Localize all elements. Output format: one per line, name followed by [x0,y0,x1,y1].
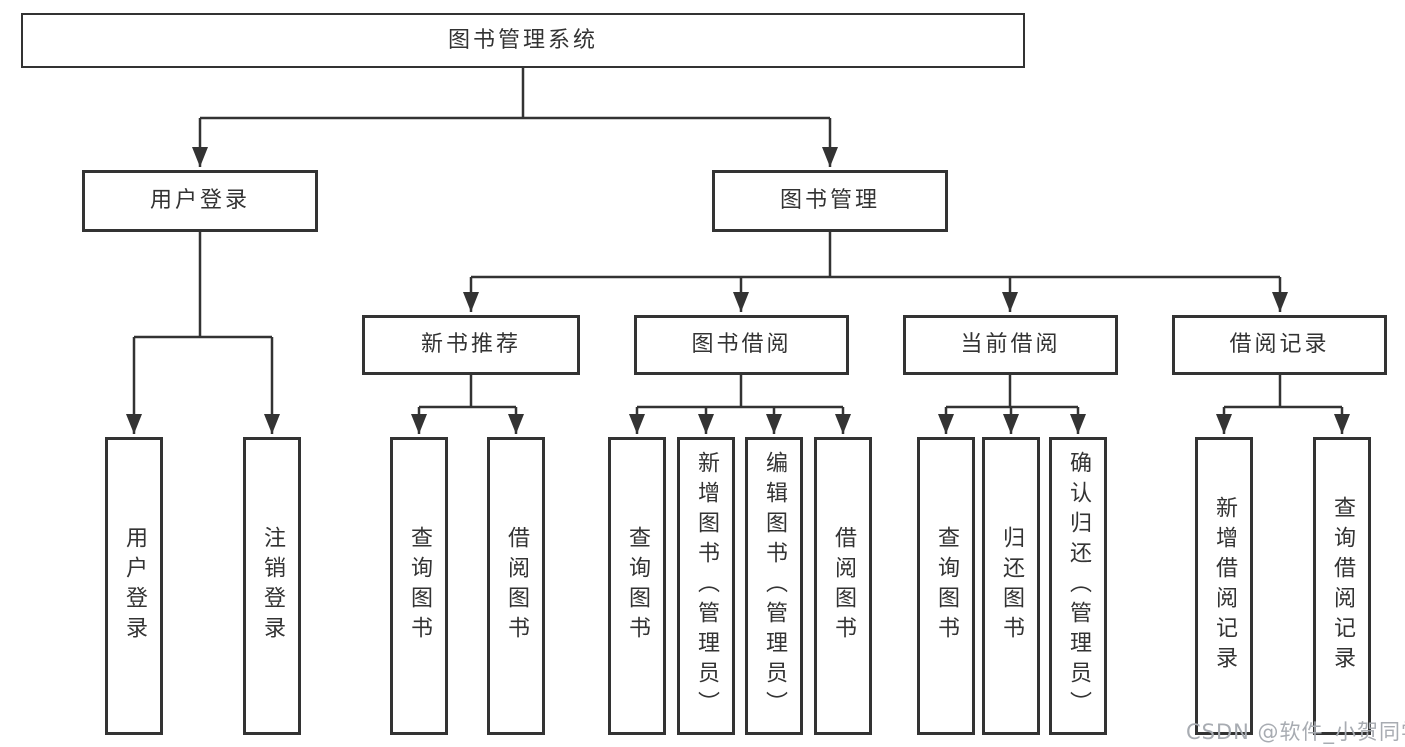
leaf-query-books-borrowing: 查询图书 [608,437,666,735]
node-borrowing-records: 借阅记录 [1172,315,1387,375]
watermark: CSDN @软件_小贺同学 [1186,720,1405,744]
node-label: 查询借阅记录 [1330,496,1355,676]
node-user-login: 用户登录 [82,170,318,232]
node-label: 新增图书（管理员） [694,451,719,721]
node-label: 归还图书 [999,526,1024,646]
node-label: 用户登录 [122,526,147,646]
node-label: 借阅记录 [1229,332,1330,357]
leaf-query-books-current: 查询图书 [917,437,975,735]
leaf-add-books-admin: 新增图书（管理员） [677,437,735,735]
node-label: 注销登录 [260,526,285,646]
node-label: 编辑图书（管理员） [762,451,787,721]
node-label: 新书推荐 [420,332,521,357]
leaf-borrow-books-recommendation: 借阅图书 [487,437,545,735]
leaf-borrow-books-borrowing: 借阅图书 [814,437,872,735]
node-new-book-recommendation: 新书推荐 [362,315,580,375]
node-label: 图书借阅 [691,332,792,357]
leaf-return-books: 归还图书 [982,437,1040,735]
leaf-add-borrow-record: 新增借阅记录 [1195,437,1253,735]
leaf-user-login: 用户登录 [105,437,163,735]
node-label: 查询图书 [625,526,650,646]
node-book-management: 图书管理 [712,170,948,232]
leaf-edit-books-admin: 编辑图书（管理员） [745,437,803,735]
node-book-management-system: 图书管理系统 [21,13,1025,68]
leaf-logout: 注销登录 [243,437,301,735]
node-label: 新增借阅记录 [1212,496,1237,676]
leaf-query-books-recommendation: 查询图书 [390,437,448,735]
node-label: 当前借阅 [960,332,1061,357]
node-current-borrowing: 当前借阅 [903,315,1118,375]
node-label: 确认归还（管理员） [1066,451,1091,721]
node-label: 图书管理系统 [447,27,598,53]
leaf-query-borrow-record: 查询借阅记录 [1313,437,1371,735]
node-label: 借阅图书 [831,526,856,646]
node-book-borrowing: 图书借阅 [634,315,849,375]
node-label: 查询图书 [934,526,959,646]
node-label: 借阅图书 [504,526,529,646]
leaf-confirm-return-admin: 确认归还（管理员） [1049,437,1107,735]
node-label: 查询图书 [407,526,432,646]
node-label: 图书管理 [779,188,880,213]
node-label: 用户登录 [149,188,250,213]
